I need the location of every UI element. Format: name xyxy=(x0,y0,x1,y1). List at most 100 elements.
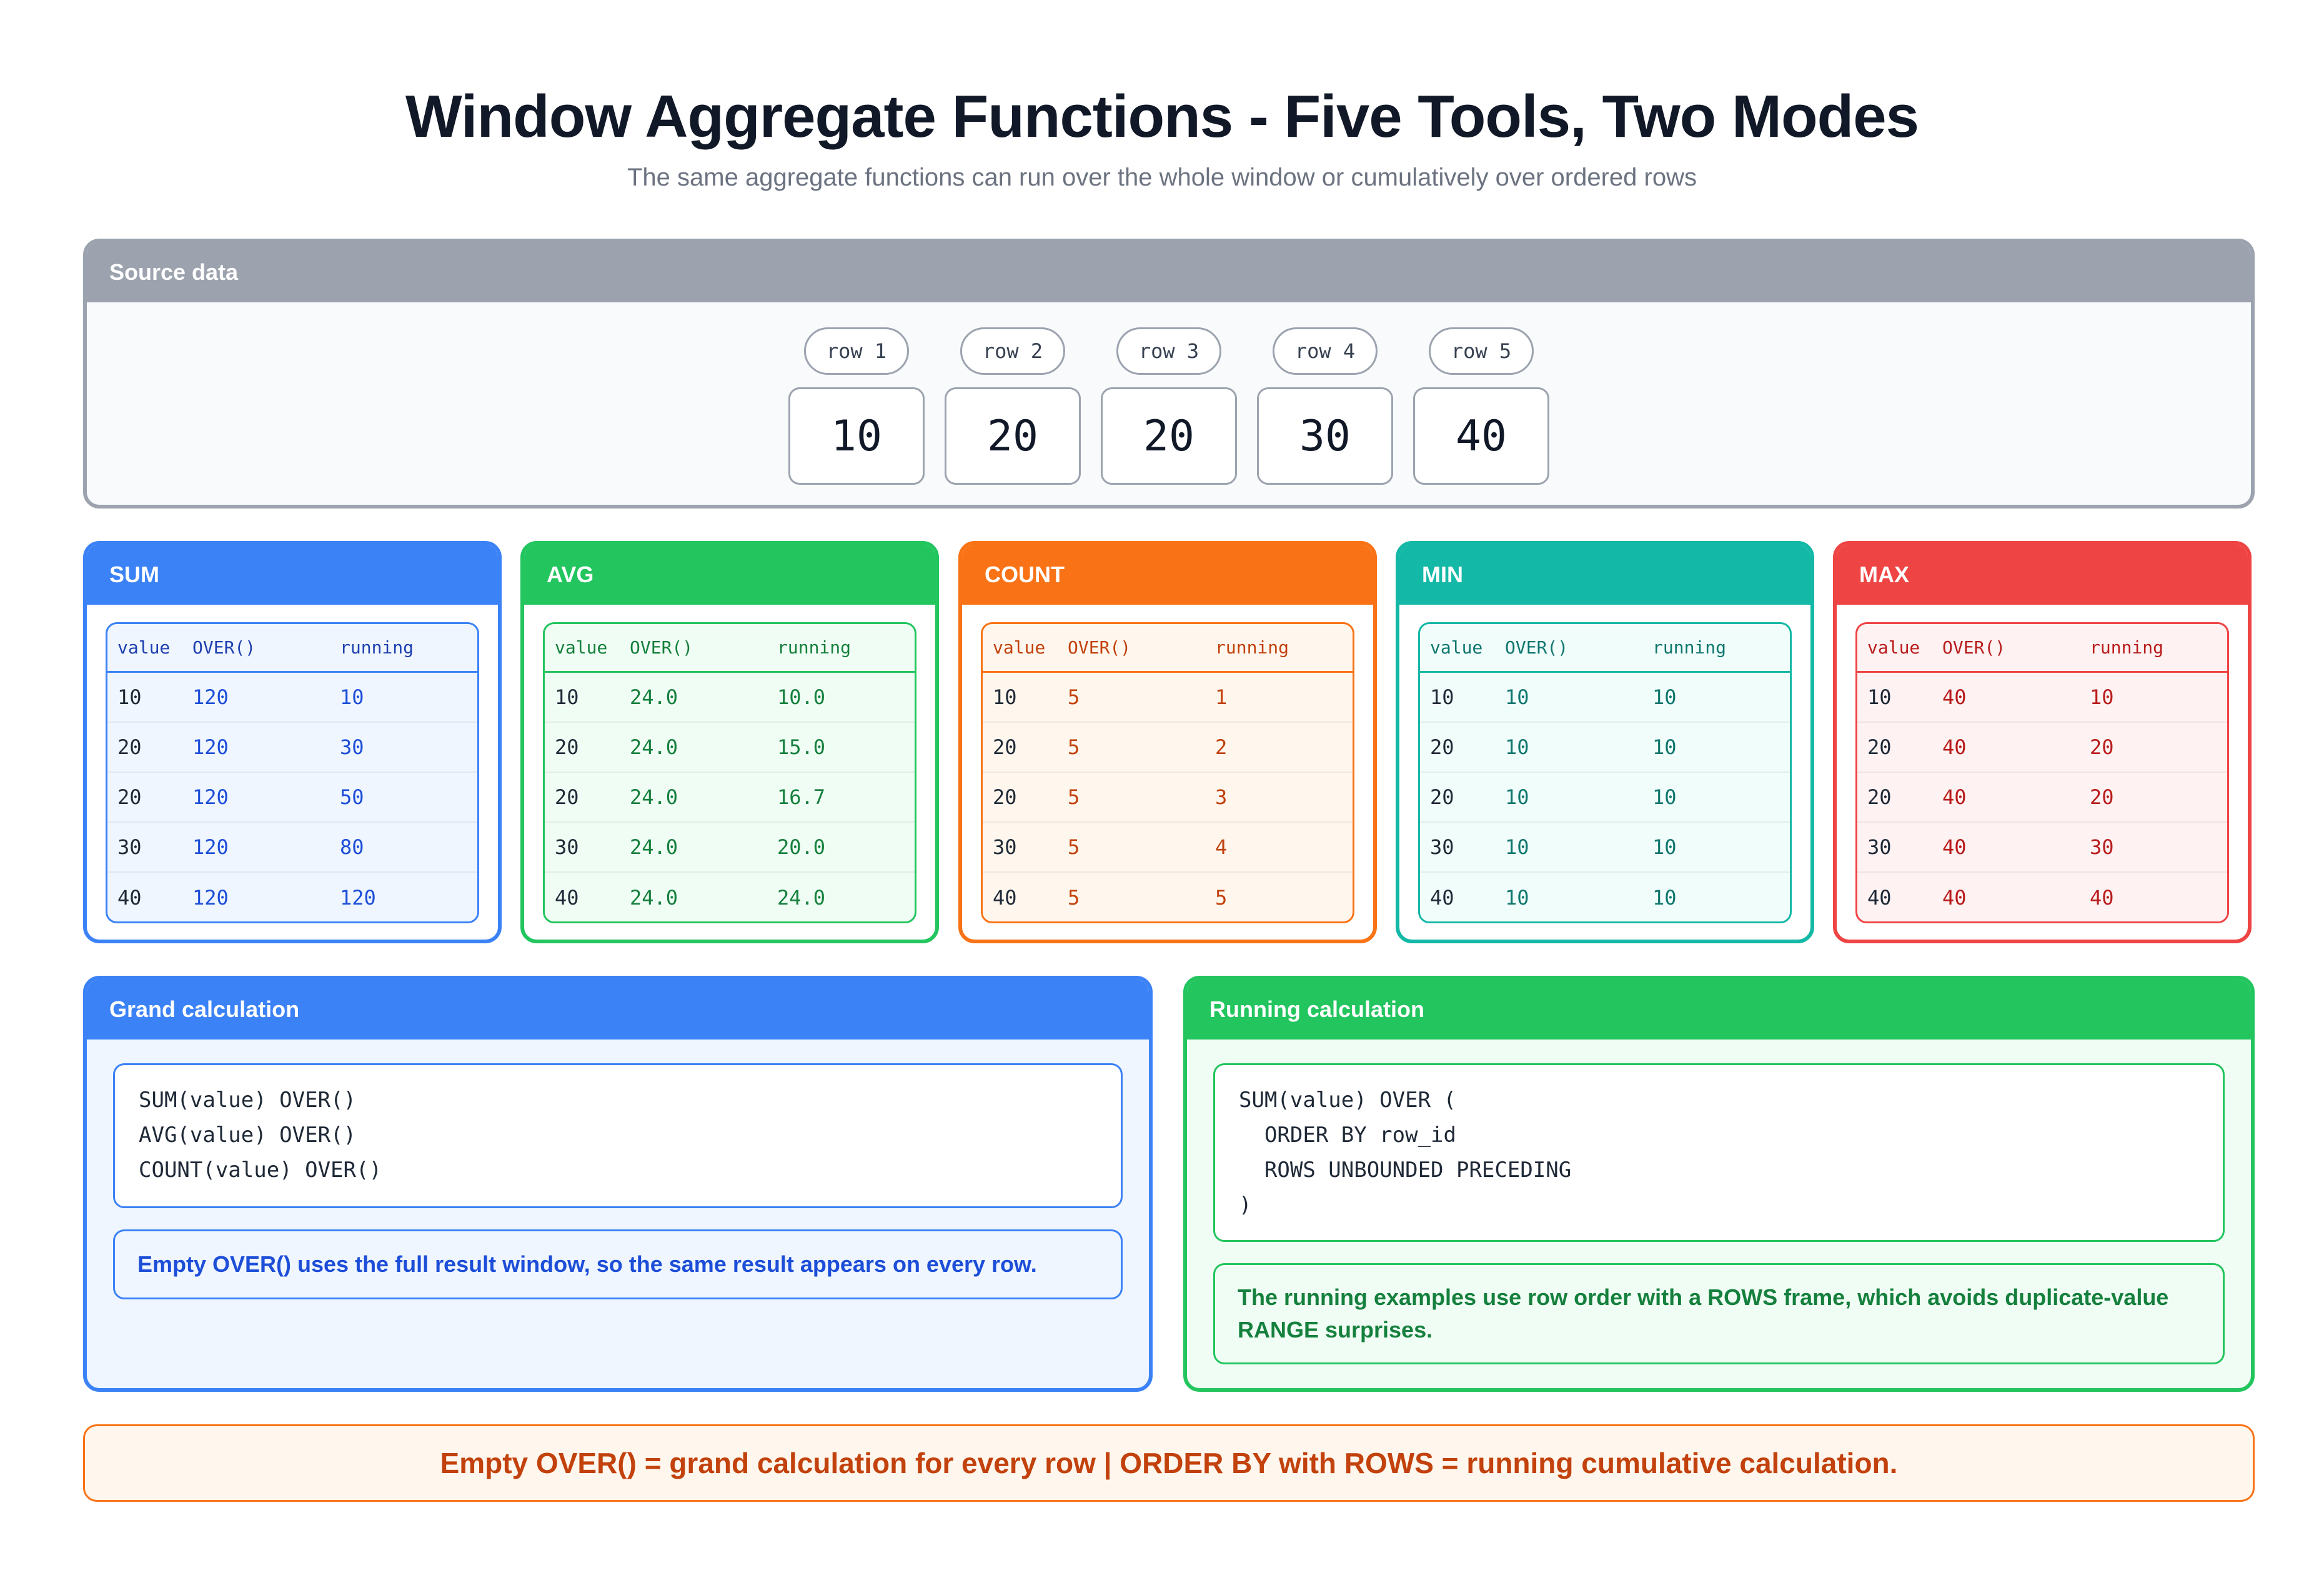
table-cell: 120 xyxy=(192,785,229,809)
column-header: OVER() xyxy=(1942,637,2006,658)
table-cell: 1 xyxy=(1215,685,1228,709)
table-cell: 50 xyxy=(340,785,364,809)
table-cell: 30 xyxy=(1867,835,1892,859)
table-cell: 10 xyxy=(1430,685,1454,709)
running-calculation-heading: Running calculation xyxy=(1187,980,2251,1040)
table-header: value OVER() running xyxy=(545,624,915,673)
table-cell: 10 xyxy=(1505,835,1529,859)
table-cell: 24.0 xyxy=(630,685,678,709)
table-cell: 10 xyxy=(1505,785,1529,809)
table-cell: 40 xyxy=(1942,886,1967,910)
source-row-value: 10 xyxy=(788,387,925,485)
table-cell: 10 xyxy=(1652,735,1677,759)
source-row-label: row 4 xyxy=(1273,327,1378,375)
table-cell: 24.0 xyxy=(630,785,678,809)
column-header: OVER() xyxy=(192,637,256,658)
table-cell: 10 xyxy=(1652,835,1677,859)
table-cell: 16.7 xyxy=(777,785,826,809)
table-cell: 5 xyxy=(1068,685,1080,709)
source-row-label: row 2 xyxy=(960,327,1065,375)
table-cell: 15.0 xyxy=(777,735,826,759)
table-cell: 10 xyxy=(1505,685,1529,709)
source-row: row 2 20 xyxy=(945,327,1081,485)
column-header: value xyxy=(1867,637,1920,658)
source-row-value: 20 xyxy=(1101,387,1237,485)
source-row-value: 40 xyxy=(1413,387,1549,485)
column-header: OVER() xyxy=(1068,637,1131,658)
column-header: running xyxy=(1652,637,1727,658)
table-cell: 40 xyxy=(117,886,142,910)
table-cell: 2 xyxy=(1215,735,1228,759)
table-row: 20 40 20 xyxy=(1857,723,2227,773)
grand-calculation-heading: Grand calculation xyxy=(87,980,1149,1040)
column-header: value xyxy=(1430,637,1483,658)
table-cell: 10 xyxy=(555,685,579,709)
table-cell: 20 xyxy=(555,785,579,809)
table-cell: 10 xyxy=(993,685,1017,709)
grand-calculation-note: Empty OVER() uses the full result window… xyxy=(113,1229,1123,1299)
table-cell: 24.0 xyxy=(630,735,678,759)
table-cell: 30 xyxy=(1430,835,1454,859)
source-row-value: 30 xyxy=(1257,387,1393,485)
grand-calculation-code: SUM(value) OVER() AVG(value) OVER() COUN… xyxy=(113,1063,1123,1208)
table-cell: 20 xyxy=(993,735,1017,759)
source-row-label: row 5 xyxy=(1429,327,1534,375)
table-cell: 10 xyxy=(1505,735,1529,759)
page-subtitle: The same aggregate functions can run ove… xyxy=(627,164,1697,191)
table-cell: 24.0 xyxy=(777,886,826,910)
table-cell: 3 xyxy=(1215,785,1228,809)
table-cell: 5 xyxy=(1215,886,1228,910)
table-cell: 10 xyxy=(2090,685,2114,709)
table-row: 10 5 1 xyxy=(983,673,1353,723)
table-cell: 20 xyxy=(993,785,1017,809)
table-cell: 20 xyxy=(1430,735,1454,759)
avg-card-heading: AVG xyxy=(524,545,935,605)
table-cell: 5 xyxy=(1068,886,1080,910)
table-cell: 20 xyxy=(2090,785,2114,809)
table-cell: 120 xyxy=(192,835,229,859)
table-cell: 10 xyxy=(340,685,364,709)
source-row-label: row 3 xyxy=(1116,327,1221,375)
source-row-value: 20 xyxy=(945,387,1081,485)
column-header: OVER() xyxy=(630,637,693,658)
table-cell: 120 xyxy=(340,886,376,910)
table-cell: 20 xyxy=(2090,735,2114,759)
table-cell: 20 xyxy=(117,785,142,809)
table-cell: 40 xyxy=(1942,735,1967,759)
table-cell: 20 xyxy=(1430,785,1454,809)
column-header: value xyxy=(555,637,608,658)
table-header: value OVER() running xyxy=(1857,624,2227,673)
column-header: running xyxy=(2090,637,2164,658)
table-cell: 30 xyxy=(117,835,142,859)
running-calculation-panel: Running calculation SUM(value) OVER ( OR… xyxy=(1183,976,2255,1392)
table-cell: 10 xyxy=(1652,886,1677,910)
running-calculation-code: SUM(value) OVER ( ORDER BY row_id ROWS U… xyxy=(1213,1063,2225,1242)
table-cell: 40 xyxy=(1430,886,1454,910)
table-cell: 10 xyxy=(117,685,142,709)
column-header: running xyxy=(777,637,852,658)
table-cell: 5 xyxy=(1068,835,1080,859)
table-cell: 20 xyxy=(1867,735,1892,759)
page-title: Window Aggregate Functions - Five Tools,… xyxy=(405,83,1919,150)
source-data-panel: Source data row 1 10 row 2 20 row 3 20 r… xyxy=(83,239,2255,509)
